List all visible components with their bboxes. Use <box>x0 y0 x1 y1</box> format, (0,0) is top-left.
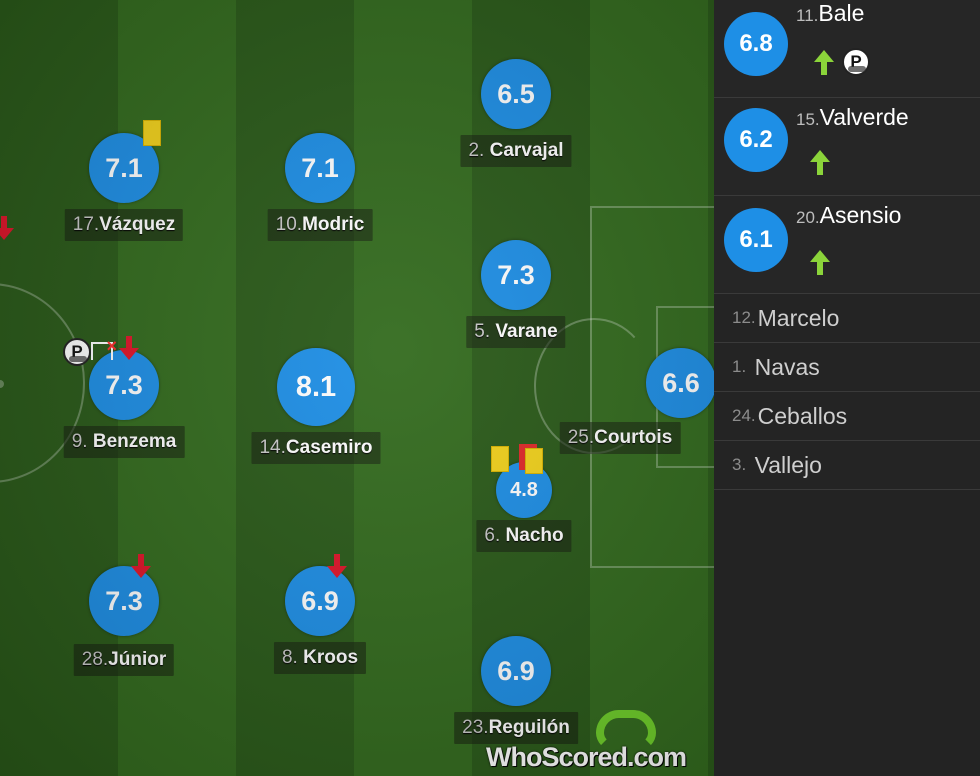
player-modric[interactable]: 7.1 10.Modric <box>245 133 395 253</box>
player-rating: 6.2 <box>724 108 788 172</box>
player-name-label: 15.Valverde <box>796 104 909 130</box>
penalty-area <box>590 206 714 568</box>
player-rating: 8.1 <box>277 348 355 426</box>
sub-off-arrow-icon <box>119 336 139 362</box>
player-carvajal[interactable]: 6.5 2. Carvajal <box>441 59 591 179</box>
penalty-goal-icon: P <box>63 338 91 366</box>
player-name-label: 25.Courtois <box>559 422 681 454</box>
center-spot <box>0 380 4 388</box>
substitutes-panel: 6.8 11.Bale P 6.2 15.Valverde 6.1 20.Ase… <box>714 0 980 776</box>
player-name-label: 14.Casemiro <box>251 432 381 464</box>
player-rating: 6.6 <box>646 348 714 418</box>
yellow-card-icon <box>143 120 161 146</box>
player-name-label: 8. Kroos <box>273 642 367 674</box>
player-name-label: 10.Modric <box>267 209 373 241</box>
sub-row-asensio[interactable]: 6.1 20.Asensio <box>714 196 980 294</box>
player-name-label: 6. Nacho <box>476 520 572 552</box>
player-vazquez[interactable]: 7.1 17.Vázquez <box>49 120 199 253</box>
player-name-label: 2. Carvajal <box>460 135 572 167</box>
player-kroos[interactable]: 6.9 8. Kroos <box>245 554 395 686</box>
player-name-label: 23.Reguilón <box>454 712 578 744</box>
player-reguilon[interactable]: 6.9 23.Reguilón <box>441 636 591 756</box>
player-name-label: 5. Varane <box>466 316 566 348</box>
pitch: 7.1 17.Vázquez 7.1 10.Modric 6.5 2. Carv… <box>0 0 714 776</box>
player-benzema[interactable]: 7.3 P × 9. Benzema <box>49 336 199 470</box>
player-casemiro[interactable]: 8.1 14.Casemiro <box>241 348 391 468</box>
logo-text: WhoScored.com <box>486 742 687 772</box>
player-name: Ceballos <box>757 402 848 429</box>
sub-off-arrow-icon <box>0 216 14 242</box>
bench-row-navas[interactable]: 1. Navas <box>714 343 980 392</box>
yellow-card-icon <box>525 448 543 474</box>
player-nacho[interactable]: 4.8 6. Nacho <box>449 444 599 574</box>
player-rating: 7.3 <box>89 350 159 420</box>
player-rating: 7.1 <box>285 133 355 203</box>
player-name-label: 17.Vázquez <box>64 209 184 241</box>
player-rating: 6.5 <box>481 59 551 129</box>
sub-row-bale[interactable]: 6.8 11.Bale P <box>714 0 980 98</box>
yellow-card-icon <box>491 446 509 472</box>
sub-on-arrow-icon <box>810 250 830 276</box>
player-name-label: 11.Bale <box>796 0 865 26</box>
player-name: Marcelo <box>757 304 840 331</box>
player-name-label: 9. Benzema <box>63 426 185 458</box>
whoscored-logo: WhoScored.com <box>486 706 714 776</box>
sub-off-arrow-icon <box>327 554 347 580</box>
sub-on-arrow-icon <box>814 50 834 76</box>
bench-row-vallejo[interactable]: 3. Vallejo <box>714 441 980 490</box>
player-name-label: 28.Júnior <box>73 644 175 676</box>
player-name: Navas <box>754 353 820 380</box>
player-rating: 7.3 <box>481 240 551 310</box>
bench-row-marcelo[interactable]: 12.Marcelo <box>714 294 980 343</box>
player-rating: 6.8 <box>724 12 788 76</box>
logo-mark-icon <box>596 710 656 750</box>
player-junior[interactable]: 7.3 28.Júnior <box>49 554 199 686</box>
sub-on-arrow-icon <box>810 150 830 176</box>
player-rating: 6.9 <box>481 636 551 706</box>
player-name: Vallejo <box>754 451 822 478</box>
penalty-missed-icon: × <box>91 336 117 360</box>
player-rating: 6.1 <box>724 208 788 272</box>
sub-off-arrow-icon <box>131 554 151 580</box>
bench-row-ceballos[interactable]: 24.Ceballos <box>714 392 980 441</box>
player-courtois[interactable]: 6.6 25.Courtois <box>559 348 714 468</box>
penalty-goal-icon: P <box>842 48 870 76</box>
player-varane[interactable]: 7.3 5. Varane <box>441 240 591 360</box>
sub-row-valverde[interactable]: 6.2 15.Valverde <box>714 98 980 196</box>
player-name-label: 20.Asensio <box>796 202 902 228</box>
